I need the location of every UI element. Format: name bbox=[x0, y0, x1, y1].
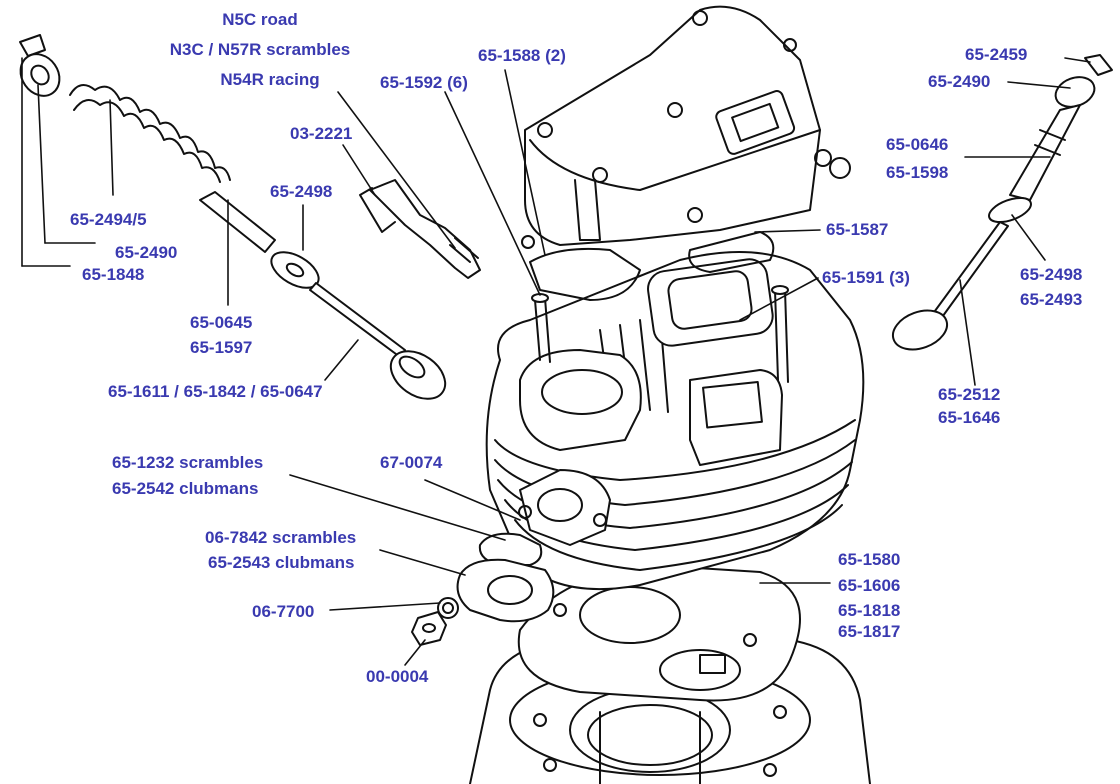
label-65-1597: 65-1597 bbox=[190, 338, 253, 357]
label-65-1232: 65-1232 scrambles bbox=[112, 453, 264, 472]
plug-scrambles-label: N3C / N57R scrambles bbox=[169, 40, 351, 59]
label-65-2490-right: 65-2490 bbox=[928, 72, 991, 91]
label-65-2493: 65-2493 bbox=[1020, 290, 1083, 309]
label-65-1817: 65-1817 bbox=[838, 622, 901, 641]
label-65-1580: 65-1580 bbox=[838, 550, 901, 569]
label-65-1598: 65-1598 bbox=[886, 163, 949, 182]
label-65-1592: 65-1592 (6) bbox=[380, 73, 468, 92]
label-65-1587: 65-1587 bbox=[826, 220, 889, 239]
label-65-2543: 65-2543 clubmans bbox=[208, 553, 355, 572]
rocker-cover bbox=[524, 5, 821, 246]
label-67-0074: 67-0074 bbox=[380, 453, 443, 472]
inlet-gaskets bbox=[456, 532, 555, 623]
label-65-2512: 65-2512 bbox=[938, 385, 1001, 404]
label-65-2542: 65-2542 clubmans bbox=[112, 479, 259, 498]
nut-washer bbox=[411, 597, 459, 646]
label-65-2494-5: 65-2494/5 bbox=[70, 210, 147, 229]
label-65-2498-left: 65-2498 bbox=[270, 182, 333, 201]
head-gasket bbox=[517, 564, 801, 702]
label-65-2490-left: 65-2490 bbox=[115, 243, 178, 262]
label-06-7700: 06-7700 bbox=[252, 602, 315, 621]
label-65-0646: 65-0646 bbox=[886, 135, 949, 154]
plug-road-label: N5C road bbox=[222, 10, 298, 29]
label-03-2221: 03-2221 bbox=[290, 124, 353, 143]
label-65-1606: 65-1606 bbox=[838, 576, 901, 595]
label-65-1611: 65-1611 / 65-1842 / 65-0647 bbox=[108, 382, 323, 401]
label-06-7842: 06-7842 scrambles bbox=[205, 528, 357, 547]
label-65-1848: 65-1848 bbox=[82, 265, 145, 284]
label-65-1591: 65-1591 (3) bbox=[822, 268, 910, 287]
left-valve-assembly bbox=[19, 34, 447, 400]
cylinder-head bbox=[485, 251, 865, 591]
label-65-1818: 65-1818 bbox=[838, 601, 901, 620]
label-65-2498-right: 65-2498 bbox=[1020, 265, 1083, 284]
label-65-1588: 65-1588 (2) bbox=[478, 46, 566, 65]
cover-gaskets bbox=[521, 149, 851, 301]
label-00-0004: 00-0004 bbox=[366, 667, 429, 686]
label-65-2459: 65-2459 bbox=[965, 45, 1028, 64]
leader-lines bbox=[21, 57, 1091, 666]
label-65-0645: 65-0645 bbox=[190, 313, 253, 332]
plug-racing-label: N54R racing bbox=[220, 70, 320, 89]
right-valve-assembly bbox=[891, 54, 1113, 351]
spark-plug bbox=[359, 179, 481, 279]
label-65-1646: 65-1646 bbox=[938, 408, 1001, 427]
